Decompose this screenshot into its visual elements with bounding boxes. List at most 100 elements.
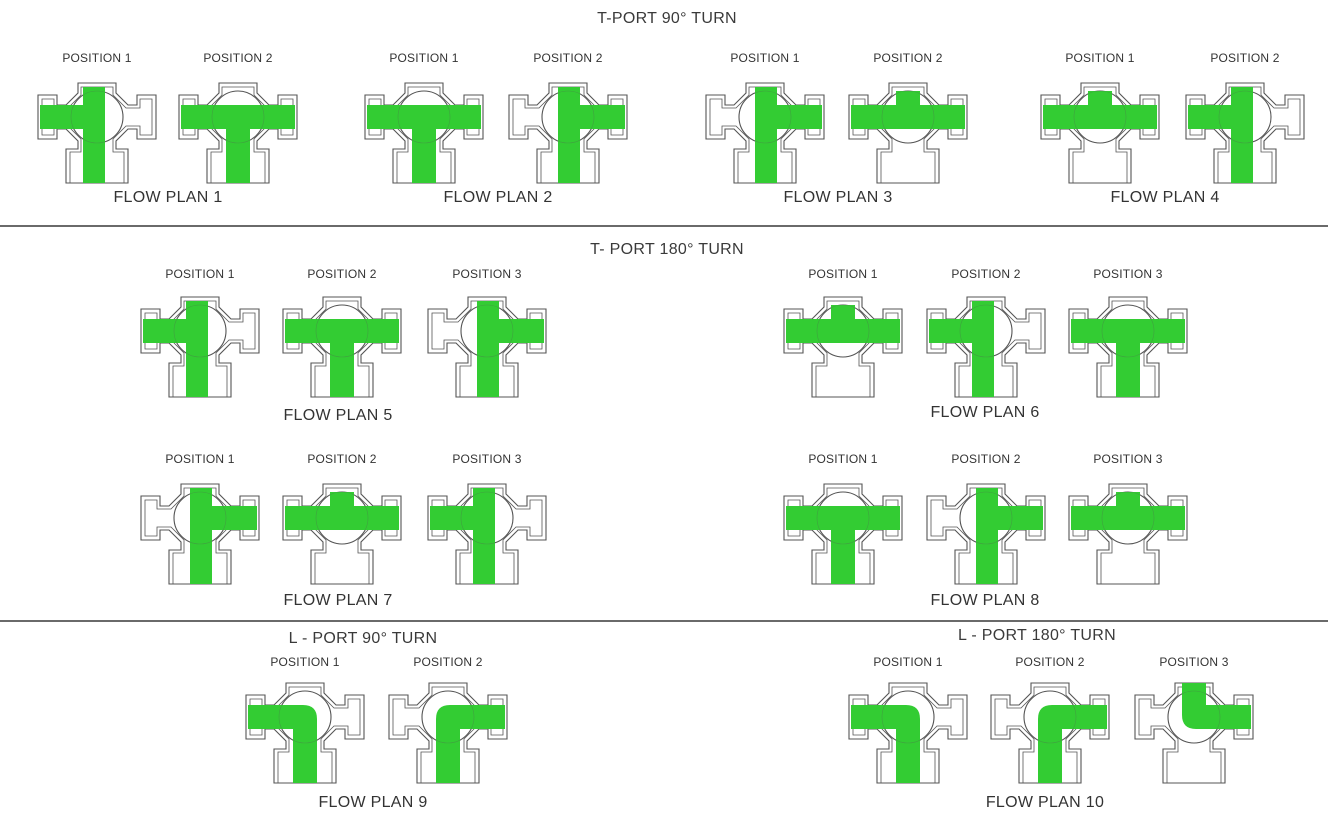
valve-body-inner-outline — [368, 86, 480, 184]
position-label: POSITION 3 — [452, 267, 522, 281]
valve-body-outline — [848, 682, 968, 784]
position-label: POSITION 2 — [951, 452, 1021, 466]
valve-body-outline — [848, 82, 968, 184]
valve-ball-overlay — [1073, 90, 1127, 144]
position-label: POSITION 3 — [1159, 655, 1229, 669]
flow-path-t-left-right-up — [786, 305, 900, 343]
valve-ball-overlay — [460, 491, 514, 545]
valve-body-outline — [1185, 82, 1305, 184]
valve-body-outline — [178, 82, 298, 184]
valve-diagram — [783, 483, 903, 585]
valve-body-outline — [1040, 82, 1160, 184]
valve-diagram — [783, 296, 903, 398]
flow-path-t-right-down — [755, 87, 822, 183]
valve-diagram — [140, 483, 260, 585]
valve-diagram — [1185, 82, 1305, 184]
flow-path-l-left-down — [851, 705, 920, 783]
flow-path-l-right-down — [1038, 705, 1107, 783]
position-label: POSITION 1 — [270, 655, 340, 669]
valve-ball-overlay — [1218, 90, 1272, 144]
position-label: POSITION 1 — [165, 267, 235, 281]
valve-ball-overlay — [816, 491, 870, 545]
flow-path-t-left-down — [40, 87, 105, 183]
valve-diagram — [926, 483, 1046, 585]
valve-ball-overlay — [421, 690, 475, 744]
valve-diagram — [140, 296, 260, 398]
valve-body-outline — [508, 82, 628, 184]
valve-ball-overlay — [1101, 304, 1155, 358]
valve-ball-overlay — [1101, 491, 1155, 545]
valve-body-inner-outline — [1138, 686, 1250, 784]
valve-ball-overlay — [315, 304, 369, 358]
valve-ball-overlay — [397, 90, 451, 144]
flow-plan-label: FLOW PLAN 8 — [930, 592, 1040, 609]
section-divider — [0, 620, 1328, 622]
valve-diagram — [848, 682, 968, 784]
valve-diagram — [1040, 82, 1160, 184]
flow-plan-label: FLOW PLAN 3 — [783, 189, 893, 206]
flow-plan-label: FLOW PLAN 9 — [318, 794, 428, 811]
position-label: POSITION 2 — [873, 51, 943, 65]
flow-plan-label: FLOW PLAN 1 — [113, 189, 223, 206]
valve-body-inner-outline — [512, 86, 624, 184]
valve-ball-overlay — [541, 90, 595, 144]
valve-body-inner-outline — [144, 300, 256, 398]
flow-path-t-left-right-down — [285, 319, 399, 397]
flow-path-t-left-right-up — [285, 492, 399, 530]
section-title-tport-180: T- PORT 180° TURN — [590, 241, 744, 258]
valve-body-inner-outline — [930, 487, 1042, 585]
valve-diagram — [388, 682, 508, 784]
valve-diagram — [178, 82, 298, 184]
valve-body-outline — [37, 82, 157, 184]
valve-body-outline — [1068, 296, 1188, 398]
valve-body-outline — [1068, 483, 1188, 585]
flow-path-t-left-down — [1188, 87, 1253, 183]
section-title-tport-90: T-PORT 90° TURN — [597, 10, 737, 27]
valve-body-inner-outline — [431, 487, 543, 585]
position-label: POSITION 2 — [413, 655, 483, 669]
section-divider — [0, 225, 1328, 227]
valve-body-inner-outline — [41, 86, 153, 184]
flow-plan-label: FLOW PLAN 10 — [985, 794, 1105, 811]
valve-body-outline — [140, 483, 260, 585]
valve-body-outline — [364, 82, 484, 184]
flow-path-t-right-down — [558, 87, 625, 183]
flow-path-t-right-down — [477, 301, 544, 397]
valve-ball-overlay — [460, 304, 514, 358]
valve-ball-overlay — [315, 491, 369, 545]
valve-ball-overlay — [173, 304, 227, 358]
position-label: POSITION 1 — [1065, 51, 1135, 65]
flow-plan-label: FLOW PLAN 2 — [443, 189, 553, 206]
valve-body-inner-outline — [787, 487, 899, 585]
valve-body-outline — [140, 296, 260, 398]
valve-body-inner-outline — [852, 686, 964, 784]
valve-body-outline — [926, 483, 1046, 585]
valve-body-inner-outline — [431, 300, 543, 398]
valve-body-outline — [783, 483, 903, 585]
valve-body-inner-outline — [182, 86, 294, 184]
position-label: POSITION 1 — [808, 267, 878, 281]
valve-body-outline — [926, 296, 1046, 398]
valve-diagram — [427, 296, 547, 398]
position-label: POSITION 3 — [1093, 452, 1163, 466]
valve-ball-overlay — [278, 690, 332, 744]
valve-body-outline — [245, 682, 365, 784]
position-label: POSITION 2 — [951, 267, 1021, 281]
flow-path-t-left-right-up — [1043, 91, 1157, 129]
position-label: POSITION 2 — [203, 51, 273, 65]
valve-ball-overlay — [816, 304, 870, 358]
valve-body-outline — [705, 82, 825, 184]
valve-body-inner-outline — [1072, 300, 1184, 398]
valve-body-inner-outline — [1189, 86, 1301, 184]
flow-path-t-left-right-down — [786, 506, 900, 584]
flow-plan-label: FLOW PLAN 7 — [283, 592, 393, 609]
position-label: POSITION 1 — [165, 452, 235, 466]
valve-diagram — [282, 296, 402, 398]
valve-body-inner-outline — [286, 487, 398, 585]
flow-path-t-left-right-down — [1071, 319, 1185, 397]
valve-body-outline — [783, 296, 903, 398]
valve-ball-overlay — [738, 90, 792, 144]
valve-diagram — [282, 483, 402, 585]
position-label: POSITION 1 — [62, 51, 132, 65]
